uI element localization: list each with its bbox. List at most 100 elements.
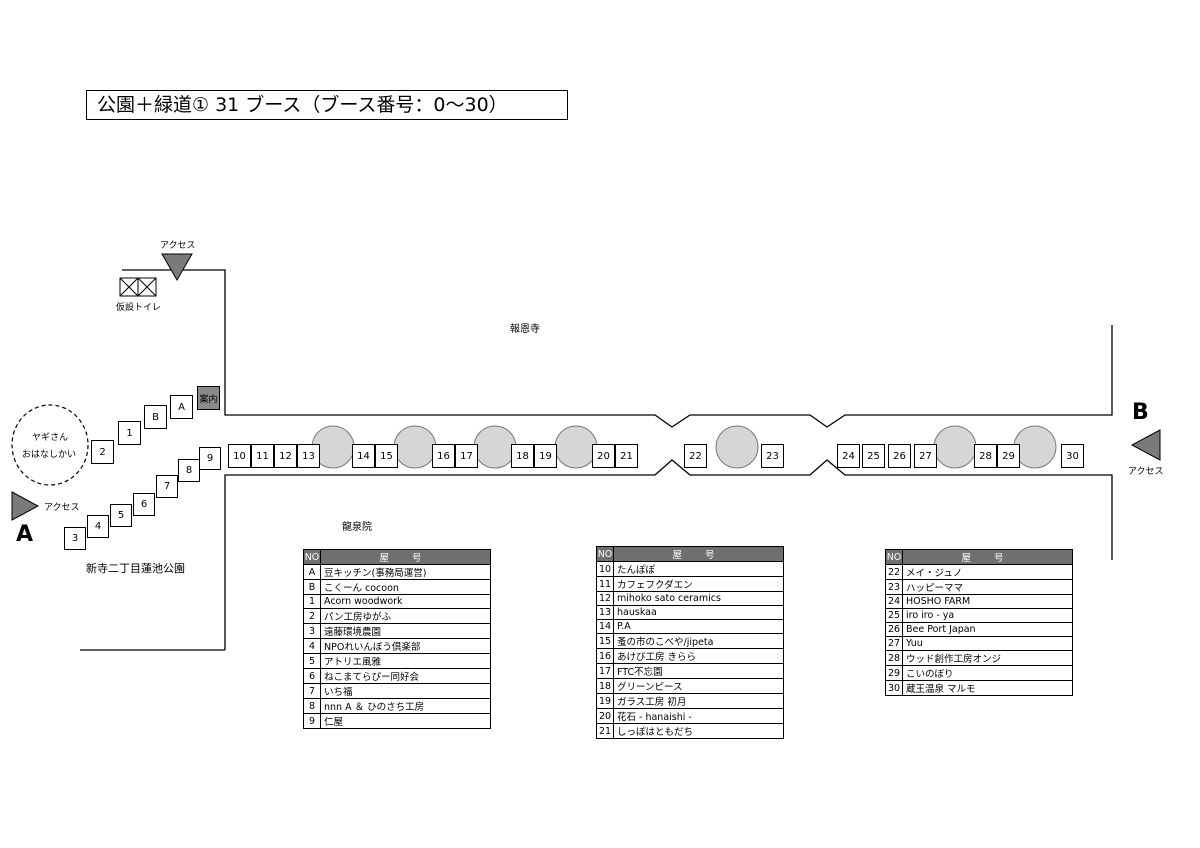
table-header-name: 屋 号 (320, 549, 491, 565)
toilet-label: 仮設トイレ (116, 303, 162, 313)
table-header-name: 屋 号 (902, 549, 1073, 565)
booth-18: 18 (511, 444, 534, 468)
tree (393, 425, 437, 469)
table-header-no: NO (885, 549, 903, 565)
park-label: 新寺二丁目蓮池公園 (86, 562, 185, 575)
tree (715, 425, 759, 469)
booth-21: 21 (615, 444, 638, 468)
booth-11: 11 (251, 444, 274, 468)
booth-8: 8 (178, 459, 200, 482)
goat-label-2: おはなしかい (22, 450, 77, 460)
booth-15: 15 (375, 444, 398, 468)
booth-22: 22 (684, 444, 707, 468)
table-header-no: NO (303, 549, 321, 565)
access-label-b: アクセス (1128, 467, 1164, 477)
north-boundary (122, 269, 1113, 428)
booth-28: 28 (974, 444, 997, 468)
booth-4: 4 (87, 515, 109, 538)
table-header-name: 屋 号 (613, 546, 784, 562)
booth-16: 16 (432, 444, 455, 468)
booth-10: 10 (228, 444, 251, 468)
booth-2: 2 (91, 440, 114, 464)
booth-5: 5 (110, 504, 132, 527)
goat-label-1: ヤギさん (32, 433, 69, 443)
booth-3: 3 (64, 527, 86, 550)
booth-13: 13 (297, 444, 320, 468)
access-arrow-top (161, 253, 193, 282)
toilet-icon (119, 277, 157, 297)
temple-south-label: 龍泉院 (342, 522, 372, 533)
booth-17: 17 (455, 444, 478, 468)
map-title: 公園＋緑道① 31 ブース（ブース番号：0〜30） (86, 90, 568, 120)
goat-area (11, 404, 89, 486)
access-arrow-b (1130, 429, 1161, 461)
booth-25: 25 (862, 444, 885, 468)
trees (311, 425, 1057, 469)
temple-north-label: 報恩寺 (510, 324, 540, 335)
booth-B: B (144, 405, 167, 429)
booth-30: 30 (1061, 444, 1084, 468)
tree (933, 425, 977, 469)
access-label-top: アクセス (160, 241, 196, 251)
booth-29: 29 (997, 444, 1020, 468)
booth-26: 26 (888, 444, 911, 468)
tree (1013, 425, 1057, 469)
entrance-b-label: B (1132, 400, 1149, 425)
booth-9: 9 (199, 447, 221, 470)
booth-1: 1 (118, 421, 141, 445)
tree (554, 425, 598, 469)
booth-27: 27 (914, 444, 937, 468)
booth-14: 14 (352, 444, 375, 468)
entrance-a-label: A (16, 522, 34, 547)
booth-20: 20 (592, 444, 615, 468)
table-header-no: NO (596, 546, 614, 562)
booth-12: 12 (274, 444, 297, 468)
booth-24: 24 (837, 444, 860, 468)
info-booth: 案内 (197, 386, 220, 410)
access-label-a: アクセス (44, 503, 80, 513)
booth-A: A (170, 395, 193, 419)
booth-6: 6 (133, 493, 155, 516)
south-boundary (224, 459, 1113, 650)
access-arrow-a (11, 491, 40, 521)
booth-19: 19 (534, 444, 557, 468)
booth-7: 7 (156, 475, 178, 498)
booth-23: 23 (761, 444, 784, 468)
